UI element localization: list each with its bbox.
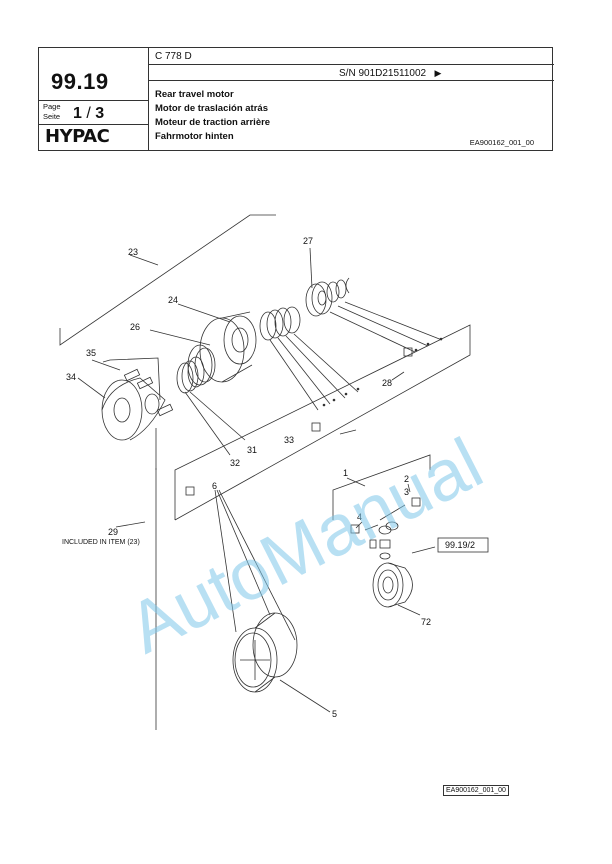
page-indicator: 1 / 3: [73, 105, 104, 123]
leader-ring-e: [329, 311, 416, 353]
group-bracket-23: [59, 214, 276, 346]
serial-label: S/N 901D21511002 ▶: [339, 68, 441, 79]
callout-6: 6: [212, 481, 217, 491]
callout-4: 4: [357, 512, 362, 522]
serial-arrow-icon: ▶: [434, 68, 442, 78]
leader-3: [407, 483, 411, 493]
brand-logo: HYPAC: [45, 126, 110, 147]
leader-6a: [214, 489, 237, 633]
callout-29: 29: [108, 527, 118, 537]
page-current: 1: [73, 105, 82, 122]
header-divider-4: [39, 124, 148, 125]
panel-dots: [322, 337, 443, 407]
callout-31: 31: [247, 445, 257, 455]
page-label-de: Seite: [43, 112, 61, 121]
leader-ring-f: [337, 305, 429, 347]
seal-rings-31-32: [176, 356, 205, 394]
ref-box-frame: [437, 537, 489, 553]
group-bracket-1: [332, 454, 431, 520]
motor-72: [372, 546, 436, 616]
leader-6c: [218, 489, 296, 641]
ref-box-group[interactable]: 99.19/2: [437, 537, 489, 553]
leader-5: [279, 679, 331, 713]
ref-box-label[interactable]: 99.19/2: [445, 540, 475, 550]
callout-32: 32: [230, 458, 240, 468]
leader-ring-d: [293, 333, 359, 393]
hub-24: [199, 311, 257, 383]
leader-ring-b: [277, 337, 331, 405]
callout-23: 23: [128, 247, 138, 257]
leader-33: [339, 429, 357, 435]
callout-35: 35: [86, 348, 96, 358]
group-frame-top: [260, 230, 410, 315]
serial-number: S/N 901D21511002: [339, 68, 427, 79]
leader-6b: [216, 489, 271, 616]
callout-5: 5: [332, 709, 337, 719]
bearing-26: [187, 344, 216, 386]
seal-kit-icons: [185, 347, 421, 534]
callout-33: 33: [284, 435, 294, 445]
callout-34: 34: [66, 372, 76, 382]
leader-ring-c: [285, 335, 346, 399]
model-label: C 778 D: [155, 51, 192, 62]
title-es: Motor de traslación atrás: [155, 103, 268, 114]
callout-72: 72: [421, 617, 431, 627]
footer-drawing-code: EA900162_001_00: [443, 785, 509, 796]
bearing-27: [305, 277, 350, 317]
header-block: C 778 D S/N 901D21511002 ▶ 99.19 Page Se…: [38, 47, 554, 151]
header-divider-vertical: [148, 48, 149, 150]
title-de: Fahrmotor hinten: [155, 131, 234, 142]
flange-34: [101, 377, 166, 441]
header-divider-2: [148, 80, 554, 81]
callout-24: 24: [168, 295, 178, 305]
leader-29: [115, 521, 146, 528]
callout-28: 28: [382, 378, 392, 388]
leader-72: [397, 604, 421, 616]
callout-2: 2: [404, 474, 409, 484]
drawing-code: EA900162_001_00: [469, 138, 534, 147]
callout-labels: 23 27 24 26 35 34 28 33 31 32 1 2 3 6 4 …: [62, 236, 431, 719]
page-separator: /: [86, 105, 91, 122]
drum-5: [232, 612, 331, 713]
callout-27: 27: [303, 236, 313, 246]
leader-4: [355, 521, 363, 529]
title-list: Rear travel motor Motor de traslación at…: [155, 88, 270, 144]
leader-27: [309, 247, 313, 289]
leader-32: [184, 391, 231, 456]
leader-ref-box: [411, 546, 436, 554]
header-divider-1: [148, 64, 554, 65]
leader-26: [149, 329, 211, 346]
leader-28: [391, 371, 405, 381]
leader-1: [346, 477, 366, 487]
valve-parts-1: [364, 504, 406, 560]
seal-panel: [174, 324, 471, 521]
leader-31: [189, 391, 246, 441]
section-number: 99.19: [51, 69, 109, 94]
leader-34: [77, 377, 106, 399]
callout-3: 3: [404, 487, 409, 497]
leader-23: [129, 254, 159, 266]
included-note: INCLUDED IN ITEM (23): [62, 539, 140, 546]
title-fr: Moteur de traction arrière: [155, 117, 271, 128]
bolts-35: [102, 357, 174, 417]
callout-26: 26: [130, 322, 140, 332]
header-divider-3: [39, 100, 148, 101]
leader-35: [91, 359, 121, 371]
leader-ring-g: [344, 301, 443, 341]
seal-rings-stack: [259, 306, 301, 341]
leader-ring-a: [269, 339, 319, 411]
title-en: Rear travel motor: [155, 89, 234, 100]
leader-24: [177, 303, 231, 323]
page-label-en: Page: [43, 102, 61, 111]
callout-1: 1: [343, 468, 348, 478]
page-total: 3: [95, 105, 105, 122]
